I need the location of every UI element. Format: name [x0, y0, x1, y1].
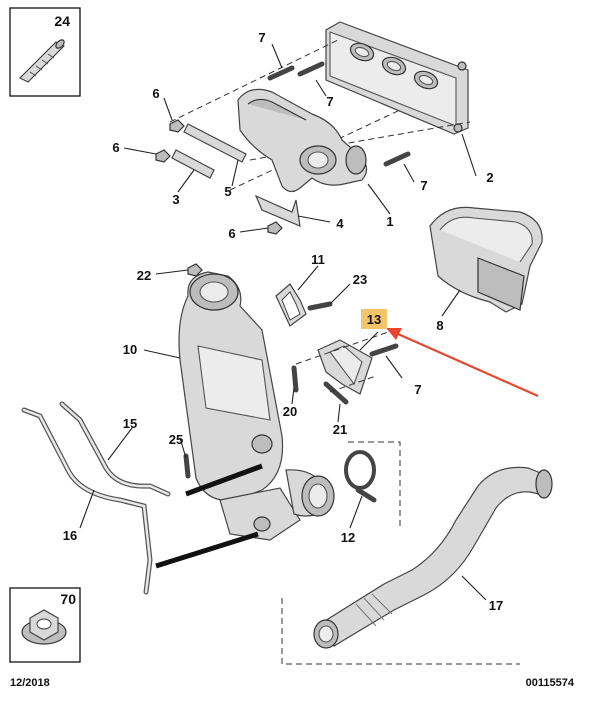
- footer-reference: 00115574: [526, 677, 575, 689]
- callout-6-upper: 6: [152, 86, 159, 101]
- bolt-21: [323, 381, 349, 405]
- callout-7-lower: 7: [414, 382, 421, 397]
- callout-20: 20: [283, 404, 297, 419]
- callout-13-highlight: 13: [361, 309, 387, 329]
- callout-23: 23: [353, 272, 367, 287]
- heat-shield: [429, 206, 543, 313]
- stud-7-top: [267, 61, 325, 81]
- stud-icon: [18, 39, 66, 83]
- bracket-4: [254, 194, 301, 227]
- callout-2: 2: [486, 170, 493, 185]
- callout-7-mid: 7: [420, 178, 427, 193]
- callout-7-upper-right: 7: [326, 94, 333, 109]
- bolt-20: [291, 365, 299, 393]
- callout-5: 5: [224, 184, 231, 199]
- callout-22: 22: [137, 268, 151, 283]
- callout-12: 12: [341, 530, 355, 545]
- catalytic-converter: [178, 271, 335, 541]
- bracket-13: [317, 339, 373, 395]
- flex-pipe-17: [313, 466, 553, 649]
- pointer-arrow: [386, 328, 539, 398]
- exhaust-manifold: [237, 88, 368, 193]
- callout-17: 17: [489, 598, 503, 613]
- bracket-3: [171, 149, 215, 179]
- nut-6a: [169, 119, 185, 133]
- gasket-11: [275, 283, 307, 327]
- callout-7-top: 7: [258, 30, 265, 45]
- nut-6b: [155, 149, 171, 163]
- inset-box-70-label: 70: [60, 591, 76, 607]
- inset-box-24-label: 24: [54, 13, 70, 29]
- stud-7-mid: [383, 151, 411, 167]
- callout-8: 8: [436, 318, 443, 333]
- callout-6-middle: 6: [112, 140, 119, 155]
- bolt-23: [307, 301, 333, 311]
- flange-nut-icon: [21, 609, 67, 645]
- callout-3: 3: [172, 192, 179, 207]
- callout-10: 10: [123, 342, 137, 357]
- pressure-pipe-15: [59, 401, 171, 497]
- stud-7-lower: [369, 343, 399, 357]
- callout-16: 16: [63, 528, 77, 543]
- bolt-25: [183, 453, 191, 479]
- callout-6-lower: 6: [228, 226, 235, 241]
- callout-25: 25: [169, 432, 183, 447]
- callout-15: 15: [123, 416, 137, 431]
- footer-date: 12/2018: [10, 677, 50, 689]
- bracket-5: [183, 123, 247, 163]
- clamp-12: [344, 450, 377, 503]
- inset-box-24: 24: [9, 7, 81, 97]
- pressure-pipe-16: [21, 407, 153, 595]
- manifold-plate: [325, 21, 469, 135]
- callout-13: 13: [367, 312, 381, 327]
- callout-11: 11: [311, 252, 325, 267]
- callout-1: 1: [386, 214, 393, 229]
- nut-6c: [267, 221, 283, 235]
- callout-21: 21: [333, 422, 347, 437]
- nut-22: [187, 263, 203, 277]
- inset-box-70: 70: [9, 587, 81, 663]
- callout-4: 4: [336, 216, 344, 231]
